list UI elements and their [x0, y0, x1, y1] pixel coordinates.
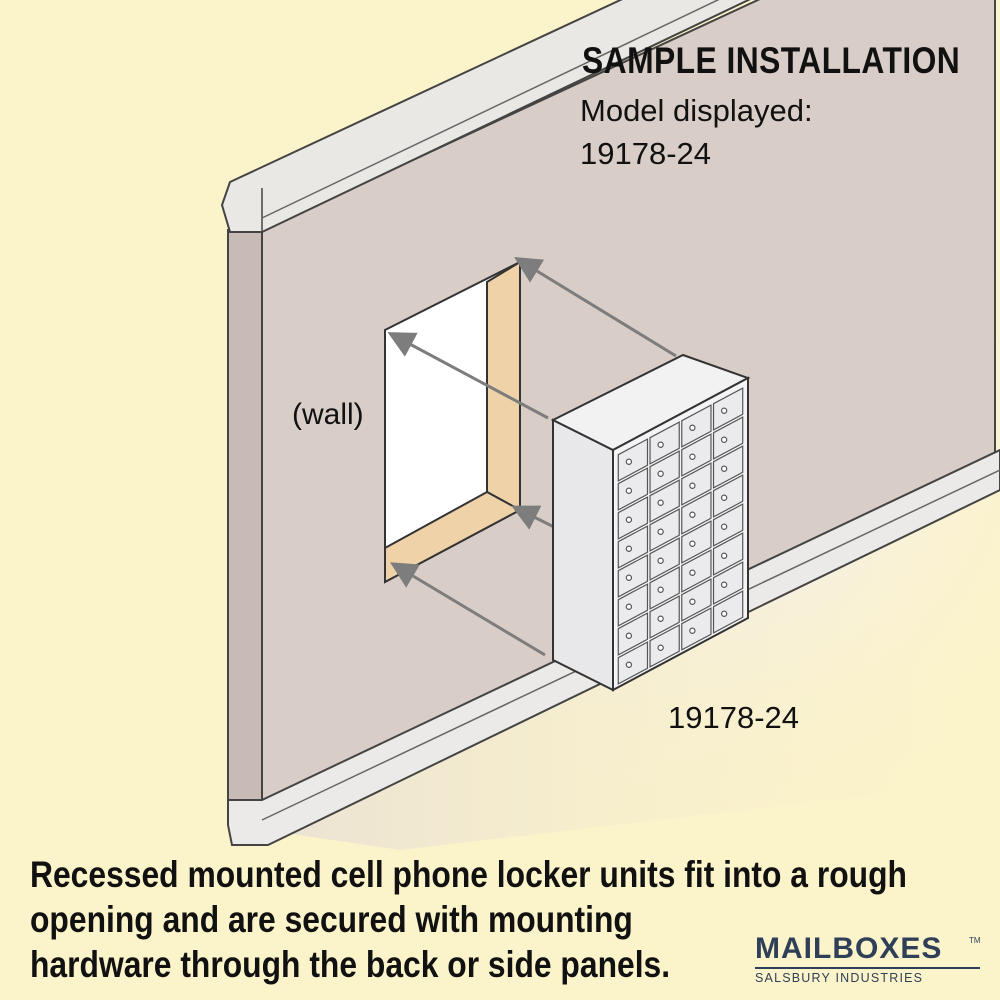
- lock-icon: [625, 632, 633, 639]
- locker-door: [712, 474, 744, 518]
- lock-icon: [657, 528, 664, 535]
- locker-door: [649, 624, 680, 668]
- locker-door: [712, 532, 744, 576]
- lock-icon: [625, 458, 633, 465]
- locker-door: [712, 445, 744, 489]
- lock-icon: [689, 569, 696, 576]
- lock-icon: [689, 627, 696, 634]
- locker-door: [649, 421, 680, 465]
- locker-door: [649, 450, 680, 494]
- caption: Recessed mounted cell phone locker units…: [30, 852, 942, 987]
- lock-icon: [625, 487, 633, 494]
- model-label: Model displayed:: [580, 93, 813, 128]
- lock-icon: [625, 574, 633, 581]
- lock-icon: [689, 598, 696, 605]
- lock-icon: [657, 586, 664, 593]
- locker-door: [617, 612, 649, 656]
- locker-unit: [550, 353, 751, 692]
- locker-unit-side: [552, 418, 614, 692]
- locker-door: [617, 641, 649, 685]
- lock-icon: [689, 424, 696, 431]
- trademark-mark: TM: [969, 936, 981, 945]
- brand-logo: MAILBOXES TM SALSBURY INDUSTRIES: [755, 932, 981, 985]
- lock-icon: [720, 494, 728, 501]
- locker-door: [712, 387, 744, 431]
- locker-door: [681, 491, 712, 535]
- locker-door: [681, 549, 712, 593]
- locker-door: [649, 479, 680, 523]
- locker-door: [617, 583, 649, 627]
- lock-icon: [720, 523, 728, 530]
- lock-icon: [720, 436, 728, 443]
- lock-icon: [625, 603, 633, 610]
- page-title: SAMPLE INSTALLATION: [582, 40, 961, 81]
- locker-door: [681, 433, 712, 477]
- locker-door: [617, 496, 649, 540]
- wall-cap-line: [261, 0, 720, 219]
- locker-door: [681, 404, 712, 448]
- brand-subtitle: SALSBURY INDUSTRIES: [755, 967, 980, 985]
- lock-icon: [657, 557, 664, 564]
- wall-label: (wall): [292, 398, 364, 431]
- locker-door: [712, 590, 744, 634]
- lock-icon: [720, 581, 728, 588]
- locker-door: [681, 520, 712, 564]
- caption-line-3: hardware through the back or side panels…: [30, 944, 671, 985]
- caption-line-1: Recessed mounted cell phone locker units…: [30, 854, 907, 895]
- lock-icon: [657, 441, 664, 448]
- lock-icon: [657, 470, 664, 477]
- locker-door: [649, 595, 680, 639]
- locker-door: [681, 462, 712, 506]
- unit-label: 19178-24: [668, 700, 800, 735]
- lock-icon: [689, 453, 696, 460]
- locker-door: [617, 438, 649, 482]
- lock-icon: [625, 516, 633, 523]
- lock-icon: [657, 644, 664, 651]
- locker-door: [712, 561, 744, 605]
- locker-door: [617, 467, 649, 511]
- locker-door: [681, 578, 712, 622]
- locker-door: [712, 416, 744, 460]
- lock-icon: [689, 540, 696, 547]
- locker-door: [681, 607, 712, 651]
- locker-doors: [617, 387, 744, 685]
- locker-door: [649, 508, 680, 552]
- locker-door: [617, 554, 649, 598]
- model-number: 19178-24: [580, 136, 712, 171]
- lock-icon: [720, 407, 728, 414]
- opening-jamb-right: [486, 260, 521, 512]
- locker-door: [617, 525, 649, 569]
- brand-name: MAILBOXES: [755, 932, 943, 965]
- wall-side: [227, 229, 263, 821]
- locker-door: [649, 537, 680, 581]
- locker-door: [712, 503, 744, 547]
- lock-icon: [720, 465, 728, 472]
- locker-door: [649, 566, 680, 610]
- lock-icon: [720, 610, 728, 617]
- lock-icon: [657, 615, 664, 622]
- mounting-arrows: [387, 257, 677, 657]
- lock-icon: [625, 545, 633, 552]
- lock-icon: [625, 661, 633, 668]
- caption-line-2: opening and are secured with mounting: [30, 899, 633, 940]
- lock-icon: [657, 499, 664, 506]
- lock-icon: [689, 511, 696, 518]
- lock-icon: [720, 552, 728, 559]
- lock-icon: [689, 482, 696, 489]
